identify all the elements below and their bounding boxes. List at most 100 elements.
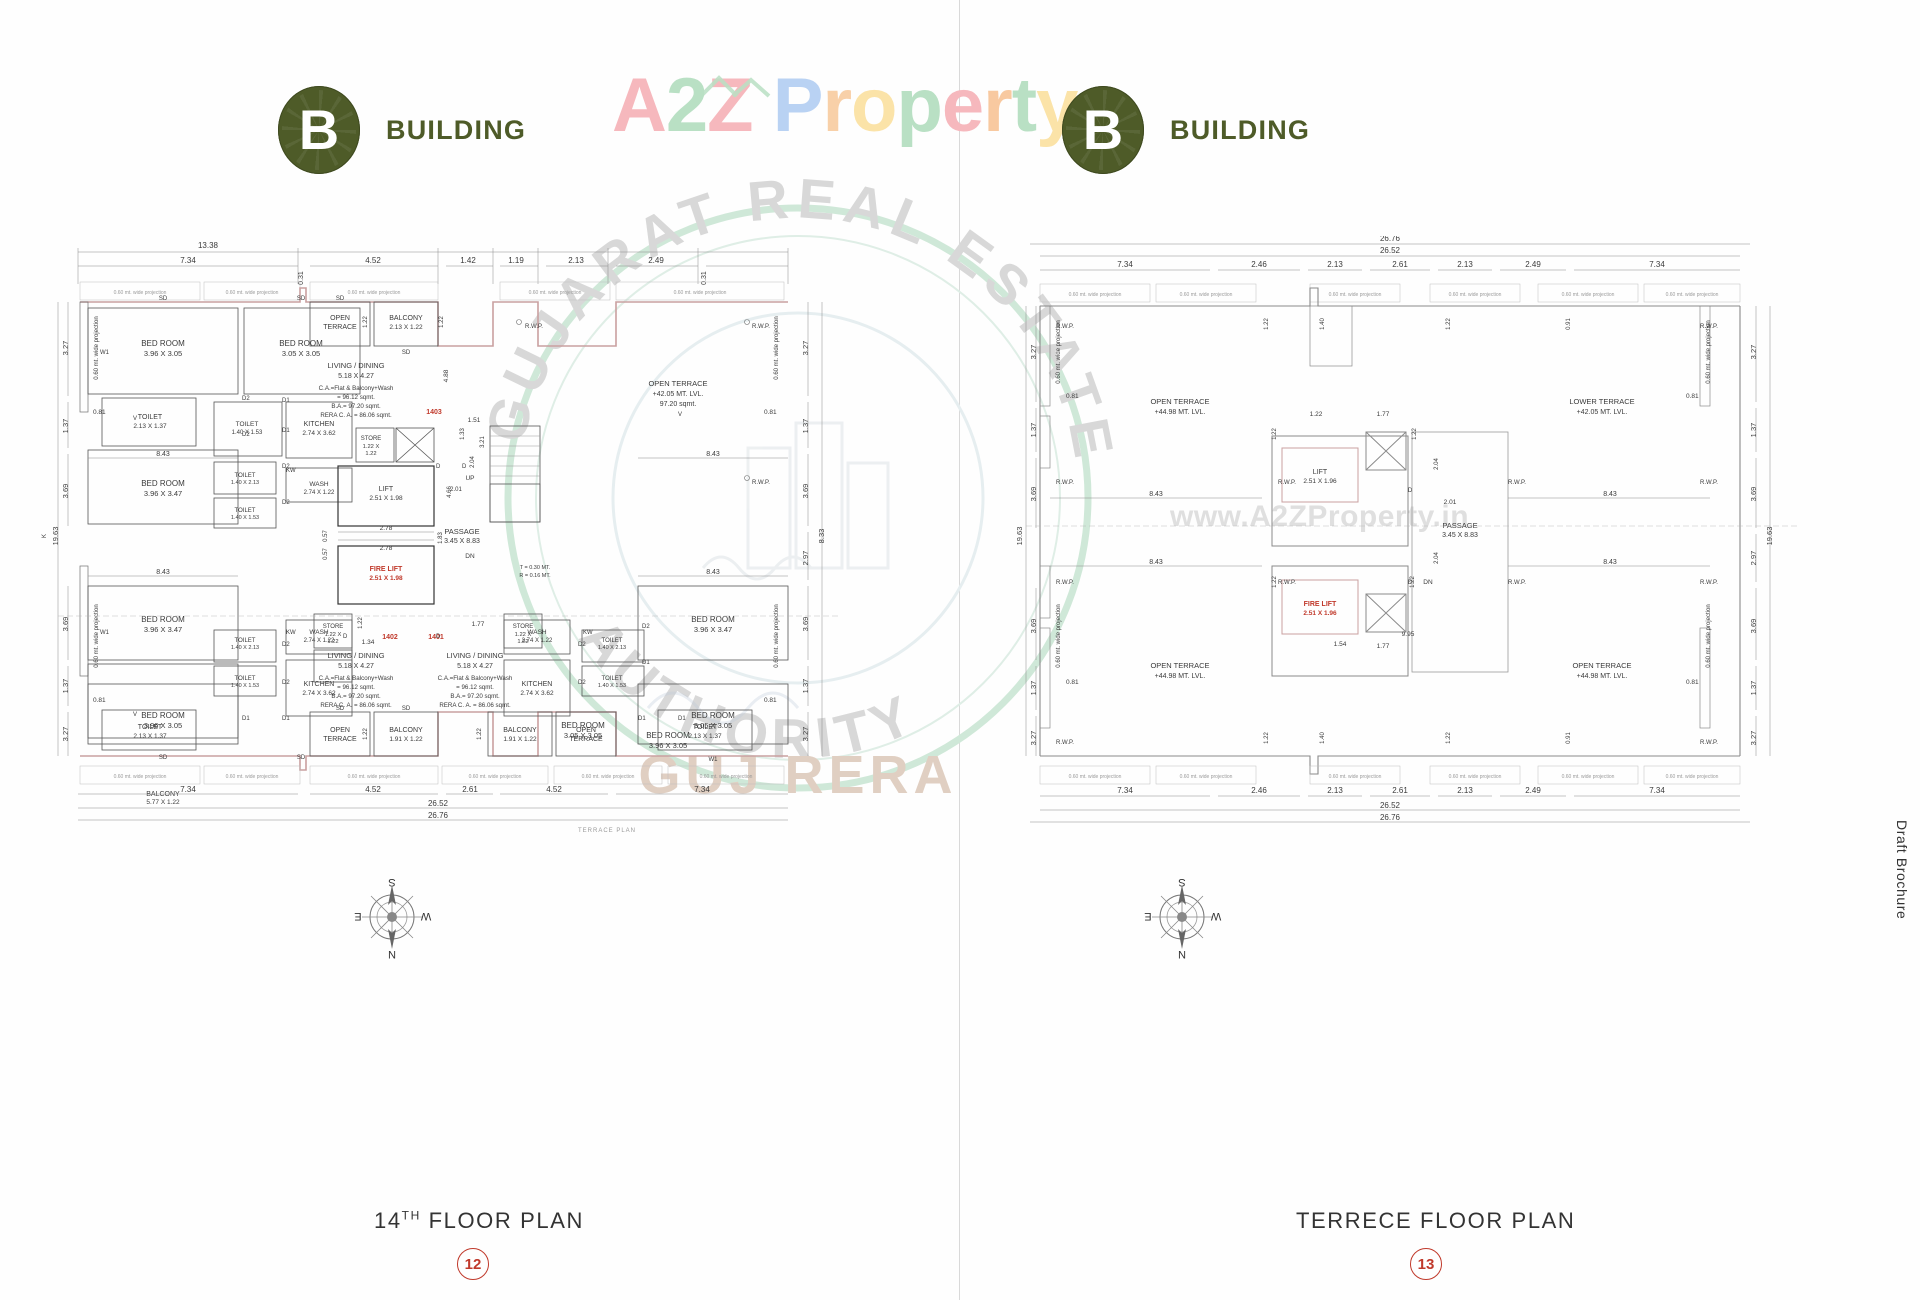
svg-text:19.63: 19.63 bbox=[1765, 527, 1774, 546]
svg-text:2.13 X 1.22: 2.13 X 1.22 bbox=[389, 324, 423, 331]
svg-text:B.A.= 97.20 sqmt.: B.A.= 97.20 sqmt. bbox=[331, 693, 381, 700]
svg-text:0.60 mt. wide projection: 0.60 mt. wide projection bbox=[674, 290, 727, 296]
svg-text:0.60 mt. wide projection: 0.60 mt. wide projection bbox=[348, 774, 401, 780]
svg-text:STORE: STORE bbox=[323, 624, 344, 630]
svg-text:KW: KW bbox=[583, 630, 593, 636]
svg-text:LIVING / DINING: LIVING / DINING bbox=[446, 651, 503, 660]
svg-text:2.04: 2.04 bbox=[1434, 458, 1440, 470]
svg-text:C.A.=Flat & Balcony+Wash: C.A.=Flat & Balcony+Wash bbox=[319, 675, 394, 682]
plan-title-right-number: TERRECE bbox=[1296, 1208, 1413, 1233]
logo-letter-z: Z bbox=[707, 63, 753, 148]
svg-text:2.04: 2.04 bbox=[1434, 552, 1440, 564]
svg-text:= 96.12 sqmt.: = 96.12 sqmt. bbox=[337, 394, 375, 401]
svg-text:D2: D2 bbox=[578, 680, 586, 686]
svg-text:W: W bbox=[1210, 910, 1221, 922]
svg-text:26.52: 26.52 bbox=[1380, 246, 1401, 255]
svg-text:TERRACE: TERRACE bbox=[323, 736, 357, 743]
logo-roof-icon bbox=[699, 75, 771, 98]
svg-text:R.W.P.: R.W.P. bbox=[1700, 480, 1718, 486]
building-badge-left: B BUILDING bbox=[278, 86, 526, 174]
svg-text:0.57: 0.57 bbox=[323, 548, 329, 560]
svg-text:3.69: 3.69 bbox=[61, 484, 70, 499]
svg-text:R.W.P.: R.W.P. bbox=[1056, 324, 1074, 330]
svg-text:BALCONY: BALCONY bbox=[146, 791, 180, 798]
svg-text:D2: D2 bbox=[282, 464, 290, 470]
svg-text:1.40 X 2.13: 1.40 X 2.13 bbox=[231, 480, 259, 486]
svg-text:D1: D1 bbox=[282, 428, 290, 434]
building-label-right: BUILDING bbox=[1170, 114, 1311, 145]
svg-text:0.60 mt. wide projection: 0.60 mt. wide projection bbox=[1666, 774, 1719, 780]
svg-text:0.60 mt. wide projection: 0.60 mt. wide projection bbox=[114, 290, 167, 296]
svg-text:1.40 X 2.13: 1.40 X 2.13 bbox=[598, 645, 626, 651]
building-letter-left: B bbox=[298, 98, 340, 161]
svg-text:2.46: 2.46 bbox=[1251, 260, 1267, 269]
svg-text:SD: SD bbox=[297, 296, 306, 302]
draft-brochure-side-label: Draft Brochure bbox=[1894, 820, 1910, 920]
svg-text:0.60 mt. wide projection: 0.60 mt. wide projection bbox=[700, 774, 753, 780]
svg-text:UP: UP bbox=[465, 475, 474, 482]
svg-text:1.37: 1.37 bbox=[1749, 681, 1758, 696]
svg-text:WASH: WASH bbox=[309, 629, 329, 636]
svg-text:0.60 mt. wide projection: 0.60 mt. wide projection bbox=[114, 774, 167, 780]
svg-text:1.22: 1.22 bbox=[1446, 732, 1452, 744]
svg-text:8.43: 8.43 bbox=[1603, 491, 1617, 498]
svg-text:+44.98 MT. LVL.: +44.98 MT. LVL. bbox=[1155, 409, 1206, 416]
svg-text:D1: D1 bbox=[678, 716, 686, 722]
building-letter-right: B bbox=[1082, 98, 1124, 161]
svg-text:R.W.P.: R.W.P. bbox=[752, 324, 770, 330]
svg-text:3.69: 3.69 bbox=[1749, 487, 1758, 502]
svg-text:TOILET: TOILET bbox=[138, 724, 163, 731]
svg-text:0.31: 0.31 bbox=[701, 271, 708, 285]
logo-letter-p2: p bbox=[896, 63, 942, 148]
svg-text:0.60 mt. wide projection: 0.60 mt. wide projection bbox=[226, 290, 279, 296]
svg-text:D: D bbox=[436, 634, 441, 640]
svg-text:7.34: 7.34 bbox=[694, 785, 710, 794]
svg-text:5.18 X 4.27: 5.18 X 4.27 bbox=[338, 373, 374, 380]
svg-text:0.60 mt. wide projection: 0.60 mt. wide projection bbox=[1666, 292, 1719, 298]
svg-text:0.60 mt. wide projection: 0.60 mt. wide projection bbox=[1706, 320, 1712, 383]
floor-plan-14th-drawing: 13.38 7.34 4.52 1.42 1.19 2.13 2.49 0.31… bbox=[38, 236, 938, 836]
svg-text:SD: SD bbox=[159, 296, 168, 302]
svg-text:2.61: 2.61 bbox=[1392, 260, 1408, 269]
svg-text:1.22: 1.22 bbox=[439, 316, 445, 328]
svg-text:2.13 X 1.37: 2.13 X 1.37 bbox=[133, 733, 167, 740]
svg-text:N: N bbox=[1178, 948, 1186, 959]
website-watermark: www.A2ZProperty.in bbox=[1170, 500, 1470, 533]
svg-text:TOILET: TOILET bbox=[235, 676, 256, 682]
svg-text:D1: D1 bbox=[282, 716, 290, 722]
svg-text:1.91 X 1.22: 1.91 X 1.22 bbox=[389, 736, 423, 743]
svg-text:4.52: 4.52 bbox=[365, 256, 381, 265]
svg-text:3.27: 3.27 bbox=[1749, 731, 1758, 746]
svg-text:1.22 X: 1.22 X bbox=[515, 632, 532, 638]
svg-text:2.78: 2.78 bbox=[380, 525, 393, 532]
svg-text:3.27: 3.27 bbox=[1029, 345, 1038, 360]
svg-text:1.83: 1.83 bbox=[438, 532, 444, 544]
svg-text:1.40 X 1.53: 1.40 X 1.53 bbox=[231, 515, 259, 521]
svg-text:TOILET: TOILET bbox=[602, 676, 623, 682]
svg-text:0.60 mt. wide projection: 0.60 mt. wide projection bbox=[1329, 292, 1382, 298]
svg-text:LIVING / DINING: LIVING / DINING bbox=[327, 651, 384, 660]
svg-text:1.22: 1.22 bbox=[1412, 428, 1418, 440]
svg-text:3.27: 3.27 bbox=[801, 727, 810, 742]
logo-letter-e: e bbox=[941, 63, 984, 148]
svg-text:3.96 X 3.47: 3.96 X 3.47 bbox=[144, 489, 182, 498]
svg-text:0.60 mt. wide projection: 0.60 mt. wide projection bbox=[1449, 774, 1502, 780]
svg-text:0.60 mt. wide projection: 0.60 mt. wide projection bbox=[582, 774, 635, 780]
svg-text:2.13: 2.13 bbox=[1327, 260, 1343, 269]
svg-text:D2: D2 bbox=[578, 642, 586, 648]
svg-text:2.74 X 3.62: 2.74 X 3.62 bbox=[520, 690, 554, 697]
svg-text:OPEN: OPEN bbox=[330, 315, 350, 322]
svg-text:2.13: 2.13 bbox=[1327, 786, 1343, 795]
svg-text:TOILET: TOILET bbox=[236, 421, 259, 428]
svg-text:R = 0.16 MT.: R = 0.16 MT. bbox=[519, 573, 551, 579]
svg-text:3.05 X 3.05: 3.05 X 3.05 bbox=[282, 349, 320, 358]
svg-text:2.13 X 1.37: 2.13 X 1.37 bbox=[133, 423, 167, 430]
svg-text:S: S bbox=[388, 876, 395, 888]
svg-text:7.34: 7.34 bbox=[1117, 786, 1133, 795]
svg-text:0.81: 0.81 bbox=[764, 409, 777, 416]
svg-text:0.60 mt. wide projection: 0.60 mt. wide projection bbox=[1180, 774, 1233, 780]
svg-text:3.96 X 3.47: 3.96 X 3.47 bbox=[144, 625, 182, 634]
svg-text:TOILET: TOILET bbox=[235, 508, 256, 514]
svg-text:SD: SD bbox=[159, 755, 168, 761]
